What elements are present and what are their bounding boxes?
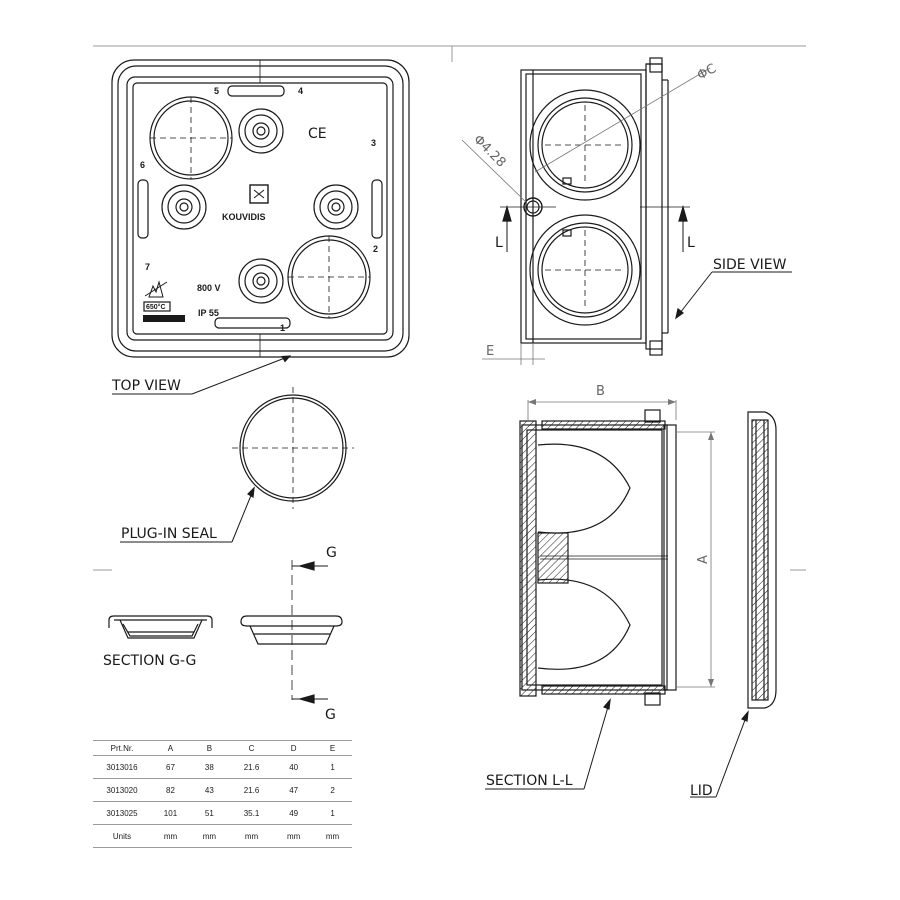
table-cell: 67 — [151, 755, 190, 779]
entry-number-6: 6 — [140, 160, 145, 170]
section-ll — [485, 399, 715, 790]
table-cell: 51 — [189, 801, 229, 825]
lid-view — [690, 411, 777, 798]
lid-label: LID — [690, 783, 713, 799]
header-d: D — [274, 740, 314, 756]
table-cell: 43 — [189, 778, 229, 802]
section-marker-l-left: L — [495, 235, 503, 251]
table-cell: 101 — [151, 801, 190, 825]
dimension-a: A — [696, 555, 711, 564]
header-e: E — [313, 740, 352, 756]
table-cell: 3013020 — [93, 778, 151, 802]
top-view — [111, 59, 410, 358]
table-cell: 40 — [274, 755, 314, 779]
table-cell: 47 — [274, 778, 314, 802]
table-row: 3013016 67 38 21.6 40 1 — [93, 755, 352, 779]
plug-in-seal-label: PLUG-IN SEAL — [121, 526, 217, 542]
header-b: B — [189, 740, 229, 756]
table-cell: 3013025 — [93, 801, 151, 825]
table-cell: 2 — [313, 778, 352, 802]
header-a: A — [151, 740, 190, 756]
table-cell: mm — [189, 824, 229, 848]
frame-lines — [93, 45, 806, 571]
entry-number-2: 2 — [373, 244, 378, 254]
top-view-markings: KOUVIDIS 800 V IP 55 650°C CE 1 2 3 4 5 … — [140, 86, 378, 333]
diameter-c-dimension: ΦC — [695, 61, 719, 83]
side-view — [461, 57, 792, 365]
section-marker-l-right: L — [687, 235, 695, 251]
table-cell: mm — [274, 824, 314, 848]
entry-number-3: 3 — [371, 138, 376, 148]
temperature-text: 650°C — [146, 303, 166, 311]
gland-top — [238, 108, 284, 154]
plug-in-seal — [120, 387, 354, 543]
table-cell: 49 — [274, 801, 314, 825]
table-row: 3013025 101 51 35.1 49 1 — [93, 801, 352, 825]
table-cell: 3013016 — [93, 755, 151, 779]
table-cell: 21.6 — [228, 755, 275, 779]
section-gg — [108, 560, 343, 704]
table-units-row: Units mm mm mm mm mm — [93, 824, 352, 848]
table-cell: 82 — [151, 778, 190, 802]
ce-mark: CE — [308, 126, 327, 142]
section-marker-g-top: G — [326, 545, 337, 561]
section-marker-g-bottom: G — [325, 707, 336, 723]
hole-diameter-dimension: Φ4.28 — [470, 132, 508, 170]
dimension-e: E — [486, 344, 494, 359]
section-gg-label: SECTION G-G — [103, 653, 196, 669]
table-cell: 38 — [189, 755, 229, 779]
header-c: C — [228, 740, 275, 756]
table-cell: 1 — [313, 755, 352, 779]
table-cell: 35.1 — [228, 801, 275, 825]
side-view-label: SIDE VIEW — [713, 257, 787, 273]
gland-bottom — [238, 258, 284, 304]
top-view-leader — [112, 355, 292, 395]
table-cell: 1 — [313, 801, 352, 825]
section-ll-label: SECTION L-L — [486, 773, 573, 789]
entry-number-5: 5 — [214, 86, 219, 96]
table-cell: mm — [313, 824, 352, 848]
gland-left — [161, 184, 207, 230]
table-cell: Units — [93, 824, 151, 848]
voltage-text: 800 V — [197, 283, 221, 293]
gland-right — [313, 184, 359, 230]
table-header-row: Prt.Nr. A B C D E — [93, 740, 352, 756]
entry-number-7: 7 — [145, 262, 150, 272]
table-cell: 21.6 — [228, 778, 275, 802]
dimension-b: B — [596, 384, 605, 399]
header-part-number: Prt.Nr. — [93, 740, 151, 756]
specification-table: Prt.Nr. A B C D E 3013016 67 38 21.6 40 … — [93, 740, 352, 848]
top-view-label: TOP VIEW — [111, 378, 181, 394]
entry-number-1: 1 — [280, 323, 285, 333]
table-row: 3013020 82 43 21.6 47 2 — [93, 778, 352, 802]
table-cell: mm — [228, 824, 275, 848]
brand-text: KOUVIDIS — [222, 212, 266, 222]
table-cell: mm — [151, 824, 190, 848]
ip-text: IP 55 — [198, 308, 219, 318]
entry-number-4: 4 — [298, 86, 303, 96]
